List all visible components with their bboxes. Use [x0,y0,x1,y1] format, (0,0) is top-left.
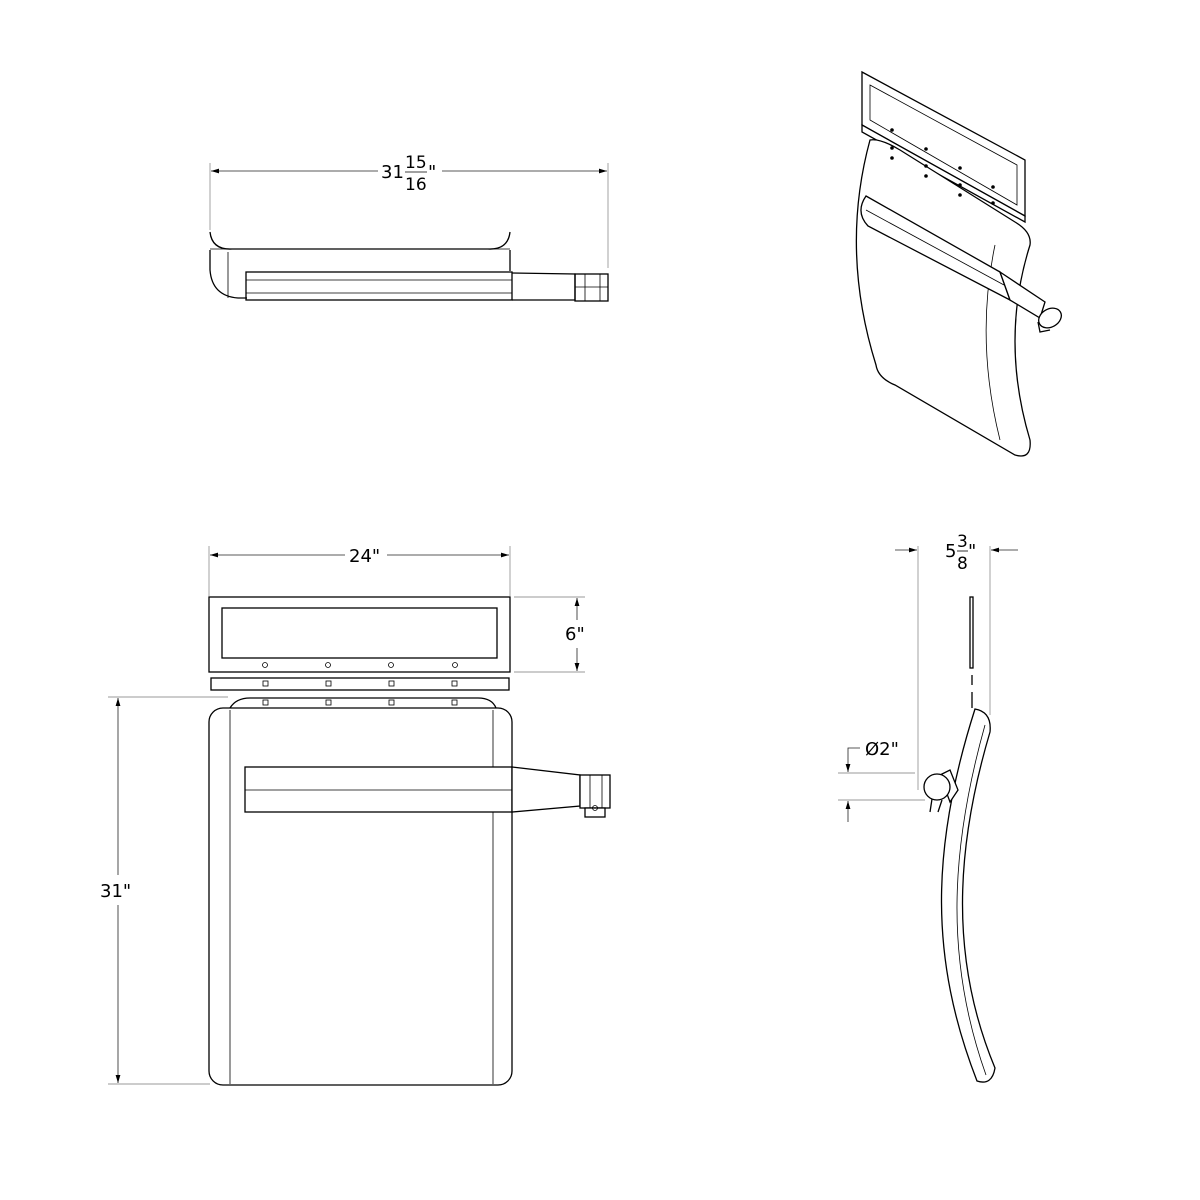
board-height-label: 31" [100,881,131,902]
tube-diameter-label: Ø2" [865,739,899,760]
top-view: 31 15 16 " [209,153,609,302]
length-denominator: 16 [405,175,427,195]
isometric-view [855,70,1062,457]
side-view: 5 3 8 " Ø2" [838,532,1018,1083]
width-label: 24" [349,546,380,567]
panel-height-label: 6" [565,624,585,645]
length-numerator: 15 [405,153,427,173]
depth-denominator: 8 [957,554,968,574]
length-unit: " [428,162,436,183]
depth-numerator: 3 [957,532,968,552]
depth-unit: " [968,541,976,562]
depth-whole: 5 [945,541,956,562]
length-whole: 31 [381,162,404,183]
front-view: 24" 6" 31" [100,546,611,1086]
